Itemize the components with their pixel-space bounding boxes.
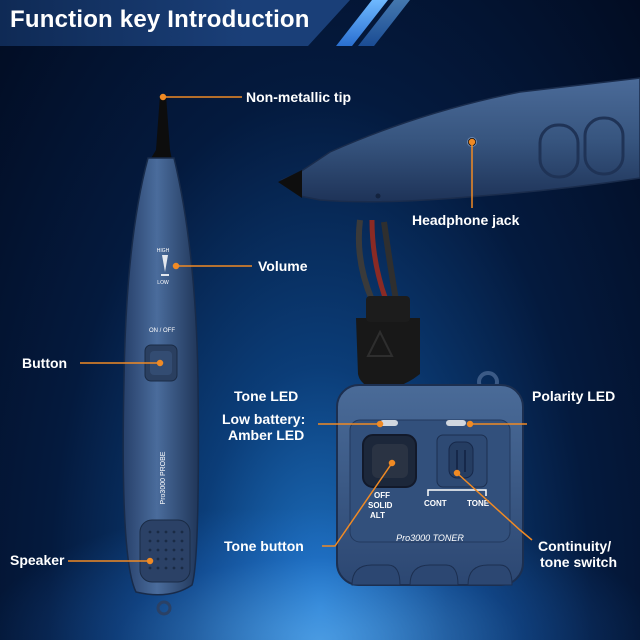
label-volume: Volume xyxy=(258,258,308,274)
tone-led xyxy=(380,420,398,426)
svg-text:Pro3000 TONER: Pro3000 TONER xyxy=(396,533,464,543)
svg-text:OFF: OFF xyxy=(374,491,390,500)
label-polarity-led: Polarity LED xyxy=(532,388,616,404)
svg-text:SOLID: SOLID xyxy=(368,501,393,510)
svg-text:ON / OFF: ON / OFF xyxy=(149,328,175,334)
svg-text:TONE: TONE xyxy=(467,499,490,508)
svg-text:HIGH: HIGH xyxy=(157,248,170,254)
label-low-battery: Low battery: xyxy=(222,411,306,427)
label-amber-led: Amber LED xyxy=(228,427,305,443)
svg-text:ALT: ALT xyxy=(370,511,385,520)
title-banner xyxy=(0,0,350,46)
toner-cable xyxy=(355,219,420,390)
label-tone-switch: tone switch xyxy=(540,554,618,570)
label-tone-button: Tone button xyxy=(224,538,304,554)
probe-speaker-grille xyxy=(139,519,191,583)
probe-tip xyxy=(150,95,172,160)
probe-device: HIGH LOW ON / OFF Pro3000 PROBE xyxy=(122,95,200,616)
label-tone-led: Tone LED xyxy=(234,388,299,404)
callout-lines xyxy=(68,93,533,565)
polarity-led xyxy=(446,420,466,426)
svg-text:CONT: CONT xyxy=(424,499,447,508)
svg-text:Pro3000 PROBE: Pro3000 PROBE xyxy=(160,451,167,504)
label-non-metallic-tip: Non-metallic tip xyxy=(246,89,352,105)
page-title: Function key Introduction xyxy=(10,6,310,33)
probe-closeup xyxy=(278,77,640,203)
svg-text:LOW: LOW xyxy=(157,280,169,286)
label-headphone-jack: Headphone jack xyxy=(412,212,520,228)
label-speaker: Speaker xyxy=(10,552,65,568)
label-continuity: Continuity/ xyxy=(538,538,612,554)
label-button: Button xyxy=(22,355,68,371)
toner-device: OFF SOLID ALT CONT TONE Pro3000 TONER xyxy=(336,371,524,586)
floor-glow xyxy=(0,510,640,640)
